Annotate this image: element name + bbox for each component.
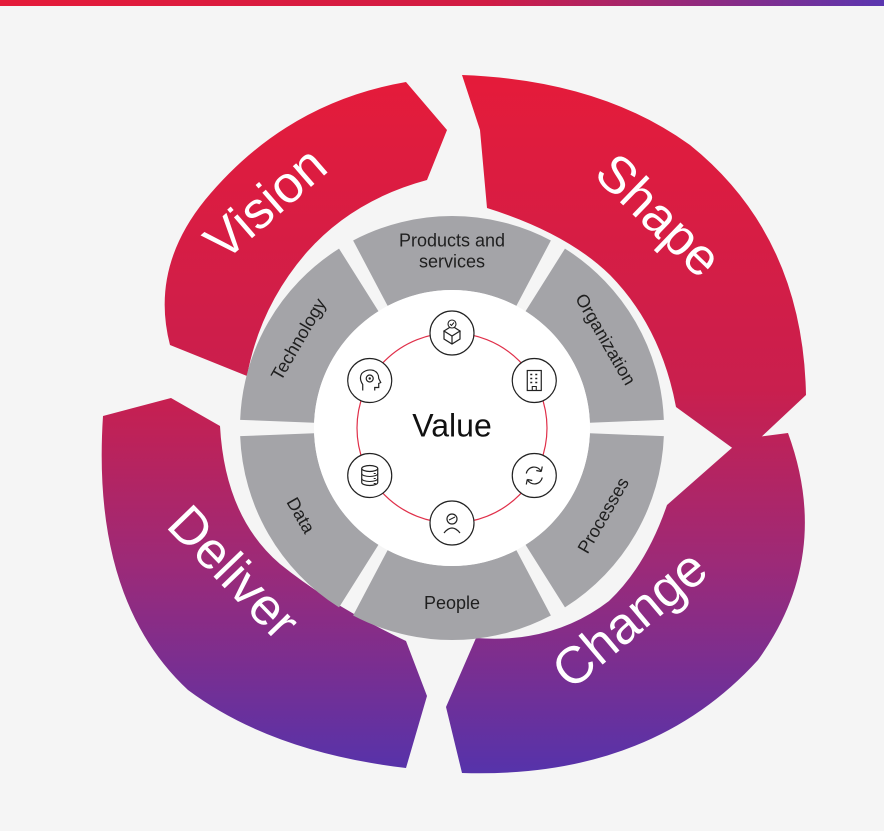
inner-label-line: Products and [399,230,505,250]
inner-label-people: People [424,593,480,613]
building-icon [511,357,557,404]
cycle-arrows-icon [511,452,557,499]
center-icons [347,310,557,546]
outer-segment-vision [164,82,447,376]
top-accent-bar [0,0,884,6]
outer-segment-change [446,433,805,774]
inner-segment-technology [240,248,379,423]
inner-segment-data [240,433,379,608]
outer-segment-deliver [101,398,428,768]
outer-ring [101,75,806,774]
center-label: Value [412,407,491,443]
person-icon [429,500,475,546]
outer-segment-shape [462,75,806,455]
center-disc [314,290,590,566]
head-gear-icon [347,357,393,404]
inner-segment-products-and-services [353,216,551,306]
inner-segment-processes [525,433,664,608]
inner-segment-organization [525,248,664,423]
database-icon [347,452,393,499]
product-box-icon [429,310,475,356]
inner-ring [240,216,664,640]
inner-label-line: services [419,251,485,271]
inner-segment-people [353,550,551,640]
